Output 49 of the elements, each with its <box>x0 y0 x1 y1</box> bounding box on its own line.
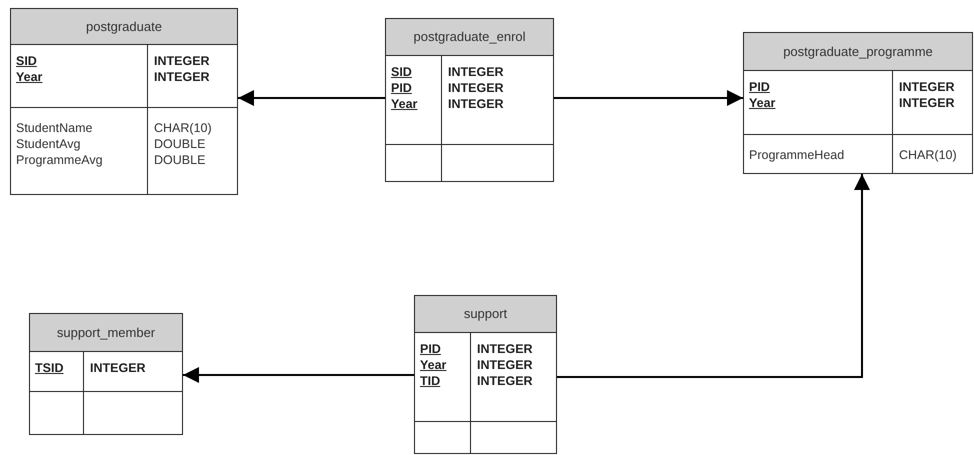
field-type: INTEGER <box>448 96 504 112</box>
table-name: support_member <box>56 324 156 340</box>
table-name: postgraduate <box>85 18 163 34</box>
empty-section <box>386 144 553 182</box>
field-name: Year <box>420 357 446 373</box>
field-type: INTEGER <box>899 79 955 95</box>
field-name: PID <box>420 341 441 357</box>
field-name: Year <box>749 95 776 111</box>
field-name: StudentAvg <box>16 136 80 152</box>
field-type: INTEGER <box>477 373 533 389</box>
empty-section <box>30 391 182 435</box>
entity-table <box>10 8 238 195</box>
table-name: postgraduate_enrol <box>412 29 527 45</box>
relationship-arrow <box>554 90 743 106</box>
field-name: TSID <box>35 360 64 376</box>
field-type: INTEGER <box>90 360 146 376</box>
empty-section <box>415 421 556 454</box>
field-type: INTEGER <box>477 357 533 373</box>
field-type: INTEGER <box>154 53 210 69</box>
field-name: StudentName <box>16 120 92 136</box>
field-name: Year <box>16 69 42 85</box>
relationship-arrow <box>557 174 870 378</box>
attribute-section <box>744 134 972 174</box>
field-type: DOUBLE <box>154 152 206 168</box>
field-name: PID <box>749 79 770 95</box>
field-type: CHAR(10) <box>154 120 212 136</box>
field-type: INTEGER <box>154 69 210 85</box>
field-name: TID <box>420 373 440 389</box>
relationship-arrow <box>183 367 414 383</box>
field-type: INTEGER <box>448 80 504 96</box>
table-name: support <box>462 306 508 322</box>
entity-table <box>385 18 554 182</box>
field-type: DOUBLE <box>154 136 206 152</box>
field-name: SID <box>16 53 37 69</box>
field-name: ProgrammeAvg <box>16 152 103 168</box>
field-type: CHAR(10) <box>899 147 957 163</box>
entity-table <box>29 313 183 435</box>
field-name: SID <box>391 64 412 80</box>
entity-table <box>743 32 973 174</box>
field-type: INTEGER <box>899 95 955 111</box>
entity-table <box>414 295 557 454</box>
table-name: postgraduate_programme <box>782 44 934 60</box>
relationship-arrow <box>238 90 385 106</box>
field-name: ProgrammeHead <box>749 147 844 163</box>
field-name: PID <box>391 80 412 96</box>
field-type: INTEGER <box>448 64 504 80</box>
field-name: Year <box>391 96 418 112</box>
attribute-section <box>11 107 237 195</box>
field-type: INTEGER <box>477 341 533 357</box>
